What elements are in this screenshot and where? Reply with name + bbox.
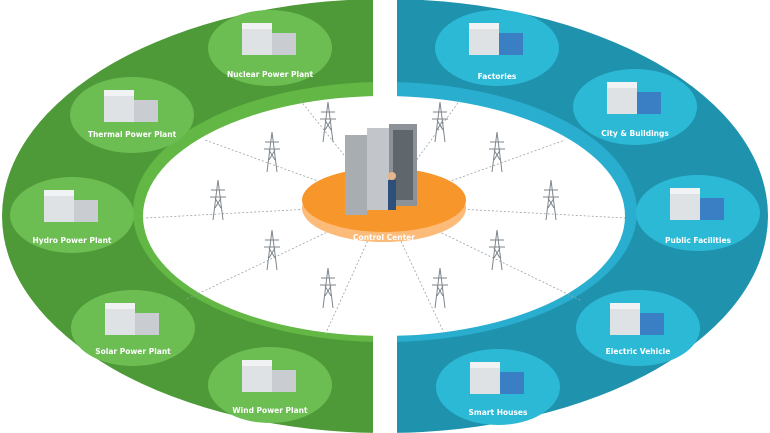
source-node: Solar Power Plant — [71, 290, 195, 366]
source-label: Hydro Power Plant — [32, 236, 111, 245]
consumer-node: Public Facilities — [636, 175, 760, 251]
source-node: Hydro Power Plant — [10, 177, 134, 253]
source-node: Nuclear Power Plant — [208, 10, 332, 86]
consumer-node: Electric Vehicle — [576, 290, 700, 366]
transmission-tower-icon — [543, 179, 559, 221]
control-center: Control Center — [302, 124, 466, 242]
transmission-tower-icon — [210, 179, 226, 221]
control-center-label: Control Center — [353, 233, 415, 242]
transmission-tower-icon — [320, 101, 336, 143]
transmission-tower-icon — [432, 101, 448, 143]
source-label: Solar Power Plant — [95, 347, 171, 356]
operator-icon — [388, 180, 396, 210]
server-rack-icon — [345, 135, 367, 215]
consumer-label: Electric Vehicle — [606, 347, 671, 356]
city-buildings-icon — [607, 82, 661, 114]
transmission-tower-icon — [489, 229, 505, 271]
source-label: Wind Power Plant — [232, 406, 308, 415]
consumer-node: Factories — [435, 10, 559, 86]
transmission-tower-icon — [320, 267, 336, 309]
factory-icon — [469, 23, 523, 55]
consumer-label: Smart Houses — [469, 408, 528, 417]
transmission-tower-icon — [264, 131, 280, 173]
thermal-plant-icon — [104, 90, 158, 122]
transmission-tower-icon — [489, 131, 505, 173]
wind-turbine-icon — [242, 360, 296, 392]
source-node: Wind Power Plant — [208, 347, 332, 423]
source-label: Thermal Power Plant — [88, 130, 177, 139]
source-node: Thermal Power Plant — [70, 77, 194, 153]
transmission-towers — [210, 101, 559, 309]
consumer-node: City & Buildings — [573, 69, 697, 145]
hydro-plant-icon — [44, 190, 98, 222]
public-facilities-icon — [670, 188, 724, 220]
solar-panel-icon — [105, 303, 159, 335]
smart-houses-icon — [470, 362, 524, 394]
consumer-label: Factories — [478, 72, 517, 81]
transmission-line — [299, 99, 385, 206]
consumer-label: City & Buildings — [601, 129, 669, 138]
source-label: Nuclear Power Plant — [227, 70, 314, 79]
transmission-tower-icon — [264, 229, 280, 271]
consumer-node: Smart Houses — [436, 349, 560, 425]
electric-vehicle-icon — [610, 303, 664, 335]
nuclear-plant-icon — [242, 23, 296, 55]
consumer-label: Public Facilities — [665, 236, 732, 245]
transmission-tower-icon — [432, 267, 448, 309]
